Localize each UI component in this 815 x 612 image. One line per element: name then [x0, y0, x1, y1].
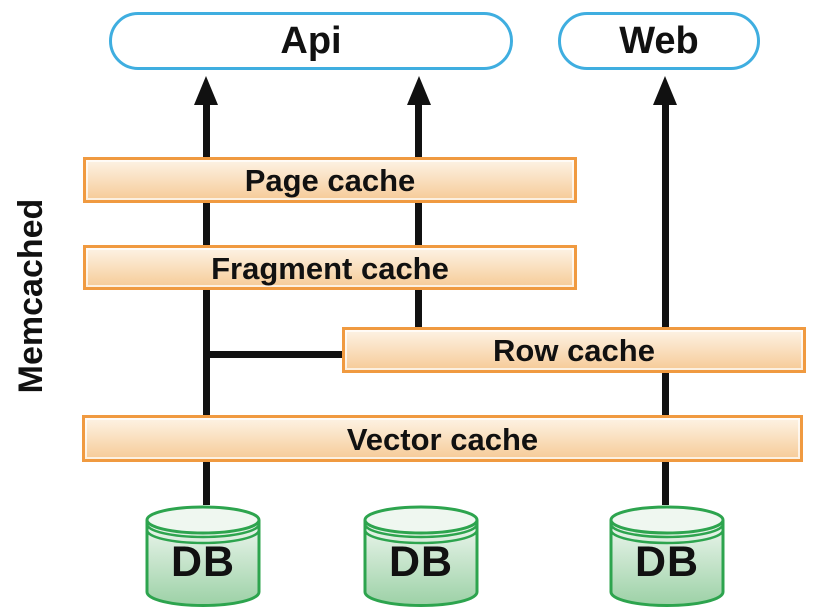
connector-row-cache-to-api	[415, 104, 422, 330]
arrow-up-icon	[194, 76, 218, 105]
arrow-up-icon	[407, 76, 431, 105]
web-node: Web	[558, 12, 760, 70]
connector-left-line-to-row-cache	[203, 351, 349, 358]
vector-cache-label: Vector cache	[346, 422, 539, 457]
api-node: Api	[109, 12, 513, 70]
database-cylinder-icon: DB	[608, 505, 726, 609]
database-cylinder-icon: DB	[144, 505, 262, 609]
cache-bar-fragment-cache: Fragment cache	[83, 245, 577, 290]
database-label: DB	[634, 538, 700, 586]
page-cache-label: Page cache	[244, 163, 416, 198]
row-cache-label: Row cache	[493, 333, 655, 368]
cache-bar-vector-cache: Vector cache	[82, 415, 803, 462]
cache-bar-row-cache: Row cache	[342, 327, 806, 373]
database-cylinder-icon: DB	[362, 505, 480, 609]
memcached-side-label: Memcached	[12, 198, 50, 394]
api-node-label: Api	[280, 20, 342, 62]
cache-bar-page-cache: Page cache	[83, 157, 577, 203]
connector-right-db-to-web	[662, 104, 669, 505]
database-label: DB	[388, 538, 454, 586]
fragment-cache-label: Fragment cache	[211, 251, 449, 286]
connector-left-db-to-api	[203, 104, 210, 505]
web-node-label: Web	[619, 20, 699, 62]
arrow-up-icon	[653, 76, 677, 105]
database-label: DB	[170, 538, 236, 586]
